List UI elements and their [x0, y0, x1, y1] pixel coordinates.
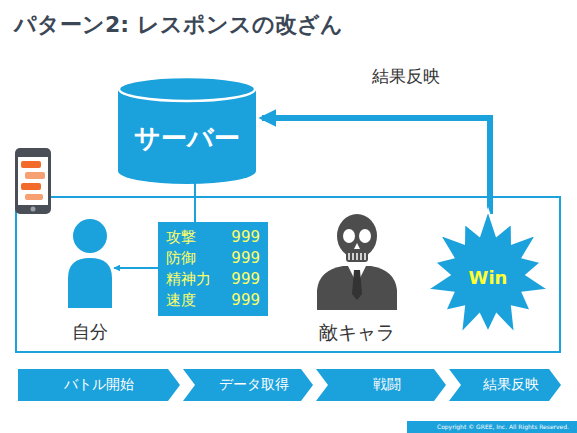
data-connector: [194, 183, 196, 222]
node-label: 自分: [72, 320, 108, 344]
node-label: 戦闘: [373, 376, 401, 394]
stat-cell: 攻撃: [166, 227, 215, 248]
stat-cell: 速度: [166, 290, 215, 311]
node-label: 結果反映: [483, 376, 539, 394]
step-chevron: 戦闘: [316, 369, 446, 401]
stat-cell: 精神力: [166, 269, 215, 290]
edge-label: 結果反映: [370, 65, 442, 88]
smartphone-icon: [15, 148, 51, 214]
server-cylinder: サーバー: [118, 76, 256, 184]
stat-cell: 防御: [166, 248, 215, 269]
step-chevron: バトル開始: [18, 369, 180, 401]
result-arrow: [262, 118, 490, 214]
node-label: Win: [469, 267, 508, 288]
step-chevron: データ取得: [183, 369, 313, 401]
scene-frame: [16, 197, 560, 352]
player-figure: 自分: [62, 216, 118, 344]
stat-cell: 999: [227, 227, 260, 248]
node-label: バトル開始: [64, 376, 134, 394]
copyright-bar: Copyright © GREE, Inc. All Rights Reserv…: [407, 421, 577, 433]
node-label: サーバー: [134, 121, 240, 156]
node-label: データ取得: [219, 376, 289, 394]
step-chevron: 結果反映: [449, 369, 561, 401]
win-burst: Win: [424, 208, 552, 342]
stat-cell: 999: [227, 248, 260, 269]
enemy-figure: 敵キャラ: [310, 212, 404, 346]
stat-cell: 999: [227, 290, 260, 311]
node-label: 敵キャラ: [319, 320, 395, 346]
slide-title: パターン2: レスポンスの改ざん: [14, 10, 343, 40]
stats-box: 攻撃 999 防御 999 精神力 999 速度 999: [158, 222, 268, 316]
stat-cell: 999: [227, 269, 260, 290]
data-connector: [114, 267, 158, 269]
